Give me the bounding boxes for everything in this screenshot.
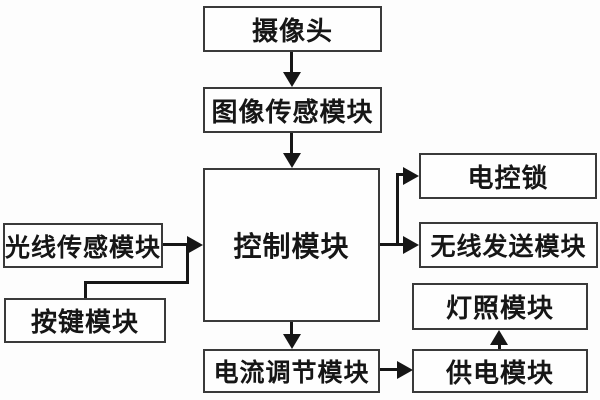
edge-control-to-current-line bbox=[290, 322, 293, 335]
edge-control-branch-riser bbox=[396, 173, 399, 246]
node-lighting-label: 灯照模块 bbox=[445, 294, 554, 323]
arrowhead-down-icon bbox=[283, 334, 301, 349]
edge-control-to-right-line bbox=[380, 243, 403, 246]
arrowhead-down-icon bbox=[283, 72, 301, 87]
arrowhead-up-icon bbox=[490, 330, 508, 345]
node-image-sensor: 图像传感模块 bbox=[203, 87, 382, 133]
arrowhead-right-icon bbox=[403, 167, 419, 185]
arrowhead-right-icon bbox=[403, 236, 419, 254]
edge-button-to-control-line-horizontal bbox=[84, 281, 189, 284]
edge-button-to-control-line-vertical bbox=[84, 281, 87, 298]
edge-control-to-lock-stub bbox=[396, 173, 404, 176]
node-current-label: 电流调节模块 bbox=[213, 360, 370, 387]
edge-image-sensor-to-control-line bbox=[290, 133, 293, 154]
edge-current-to-power-line bbox=[380, 368, 397, 371]
node-power: 供电模块 bbox=[412, 349, 588, 393]
node-lighting: 灯照模块 bbox=[412, 283, 588, 330]
node-button-label: 按键模块 bbox=[30, 308, 139, 337]
node-control: 控制模块 bbox=[203, 168, 380, 322]
node-electric-lock: 电控锁 bbox=[419, 153, 597, 199]
edge-button-to-control-line-riser bbox=[186, 244, 189, 284]
node-camera-label: 摄像头 bbox=[251, 16, 333, 46]
edge-light-sensor-to-control-line bbox=[163, 243, 187, 246]
node-control-label: 控制模块 bbox=[233, 232, 350, 263]
node-power-label: 供电模块 bbox=[445, 358, 554, 388]
node-current: 电流调节模块 bbox=[203, 349, 380, 393]
arrowhead-down-icon bbox=[283, 153, 301, 168]
node-light-sensor-label: 光线传感模块 bbox=[5, 234, 162, 262]
node-camera: 摄像头 bbox=[203, 6, 382, 52]
arrowhead-right-icon bbox=[187, 236, 203, 254]
node-button: 按键模块 bbox=[4, 298, 166, 343]
node-wireless: 无线发送模块 bbox=[419, 222, 598, 268]
node-light-sensor: 光线传感模块 bbox=[3, 223, 163, 268]
node-electric-lock-label: 电控锁 bbox=[467, 163, 549, 193]
arrowhead-right-icon bbox=[397, 361, 413, 379]
edge-power-to-lighting-line bbox=[498, 343, 501, 349]
edge-camera-to-image-sensor-line bbox=[290, 52, 293, 73]
node-image-sensor-label: 图像传感模块 bbox=[211, 97, 374, 127]
node-wireless-label: 无线发送模块 bbox=[430, 234, 587, 261]
